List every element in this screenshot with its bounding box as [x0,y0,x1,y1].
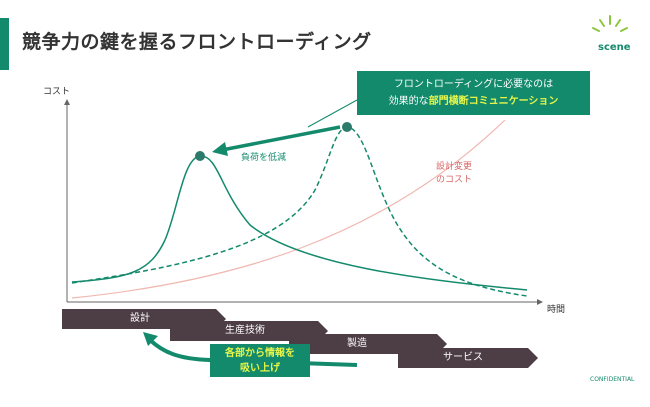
logo-text: scene [598,42,631,53]
frontloaded-peak-marker [195,151,205,161]
load-reduction-label: 負荷を低減 [241,153,287,163]
gather-line1: 各部から情報を [225,348,295,359]
phase-production-engineering: 生産技術 [170,321,328,341]
peak-shift-arrow-shaft [221,125,341,152]
phase-service: サービス [398,348,538,368]
callout-box: フロントローディングに必要なのは 効果的な部門横断コミュニケーション [357,71,590,115]
title-accent-bar [0,18,9,70]
y-axis-label: コスト [43,87,71,97]
conventional-load-curve [71,126,528,297]
design-change-cost-line1: 設計変更 [436,162,473,172]
gather-arrow-curve [148,338,358,367]
design-change-cost-label: 設計変更 のコスト [436,161,472,187]
design-change-cost-curve [71,119,506,299]
gather-line2: 吸い上げ [240,363,280,374]
confidential-label: CONFIDENTIAL [590,376,635,383]
frontloaded-load-curve [71,155,528,291]
design-change-cost-line2: のコスト [436,175,473,185]
scene-logo-icon [592,15,628,32]
x-axis-label: 時間 [547,305,566,315]
callout-line2: 効果的な部門横断コミュニケーション [357,93,590,110]
peak-shift-arrowhead [212,142,228,156]
slide-title: 競争力の鍵を握るフロントローディング [22,31,372,53]
callout-line2-prefix: 効果的な [388,96,429,107]
gather-info-box: 各部から情報を 吸い上げ [210,344,310,377]
callout-line2-highlight: 部門横断コミュニケーション [428,96,559,107]
conventional-peak-marker [342,122,352,132]
callout-connector [307,99,358,128]
callout-line1: フロントローディングに必要なのは [393,79,554,90]
gather-arrowhead [143,332,158,346]
